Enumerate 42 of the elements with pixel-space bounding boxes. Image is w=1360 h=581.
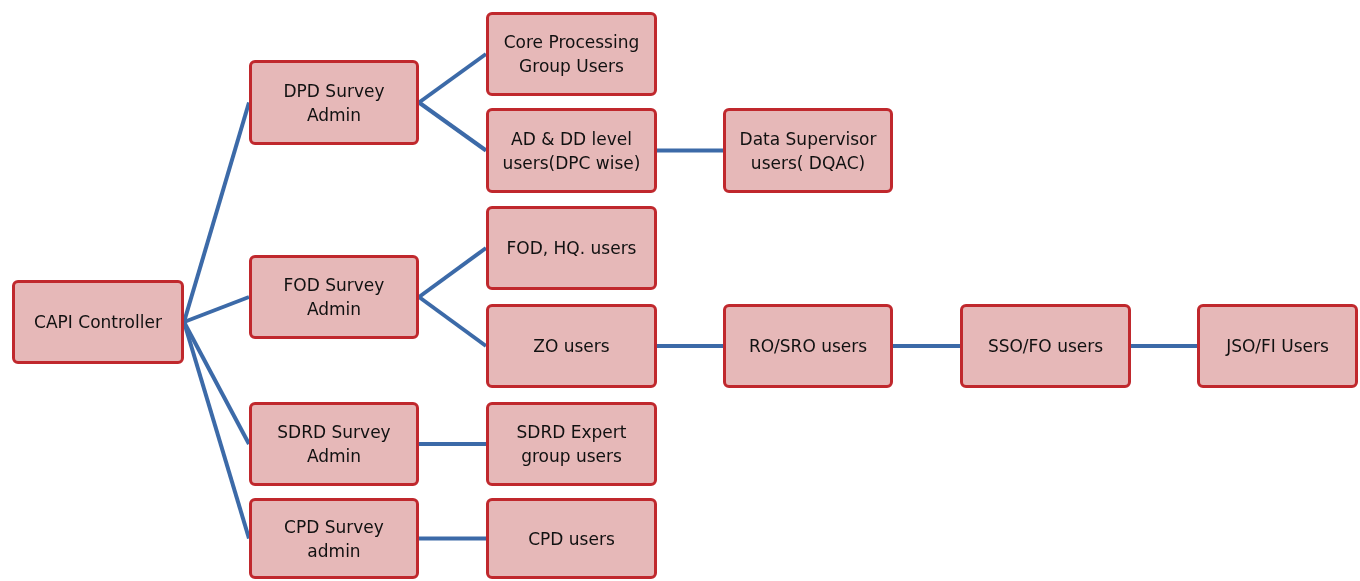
process-box <box>723 108 893 193</box>
box-label: CPD Survey admin <box>283 515 385 563</box>
box-label: FOD Survey Admin <box>282 274 386 321</box>
process-box <box>486 304 657 388</box>
box-label: JSO/FI Users <box>1226 335 1329 358</box>
connector-line <box>419 536 486 541</box>
process-box <box>486 108 657 193</box>
connector-line <box>417 100 488 153</box>
box-label: SDRD Expert group users <box>515 421 628 468</box>
connector-line <box>182 101 251 323</box>
connector-line <box>893 344 960 348</box>
box-label: SDRD Survey Admin <box>276 421 392 468</box>
process-box <box>486 12 657 96</box>
connector-line <box>417 246 488 299</box>
process-box <box>249 402 419 486</box>
process-box <box>12 280 184 364</box>
process-box <box>249 60 419 145</box>
connector-line <box>419 442 486 446</box>
process-box <box>960 304 1131 388</box>
process-box <box>249 255 419 339</box>
box-label: Data Supervisor users( DQAC) <box>738 127 878 175</box>
connector-line <box>1131 344 1197 348</box>
box-label: CPD users <box>528 527 615 551</box>
process-box <box>486 206 657 290</box>
box-label: SSO/FO users <box>987 335 1104 358</box>
process-box <box>486 402 657 486</box>
connector-line <box>417 52 488 105</box>
connector-line <box>417 295 488 348</box>
box-label: DPD Survey Admin <box>282 79 386 127</box>
box-label: ZO users <box>533 335 610 358</box>
connector-line <box>183 295 250 324</box>
process-box <box>486 498 657 579</box>
process-box <box>249 498 419 579</box>
process-box <box>723 304 893 388</box>
connector-line <box>657 148 723 153</box>
box-label: FOD, HQ. users <box>506 237 637 260</box>
process-box <box>1197 304 1358 388</box>
box-label: CAPI Controller <box>34 311 162 334</box>
box-label: RO/SRO users <box>748 335 868 358</box>
connector-line <box>657 344 723 348</box>
box-label: Core Processing Group Users <box>502 31 641 78</box>
box-label: AD & DD level users(DPC wise) <box>501 127 642 175</box>
